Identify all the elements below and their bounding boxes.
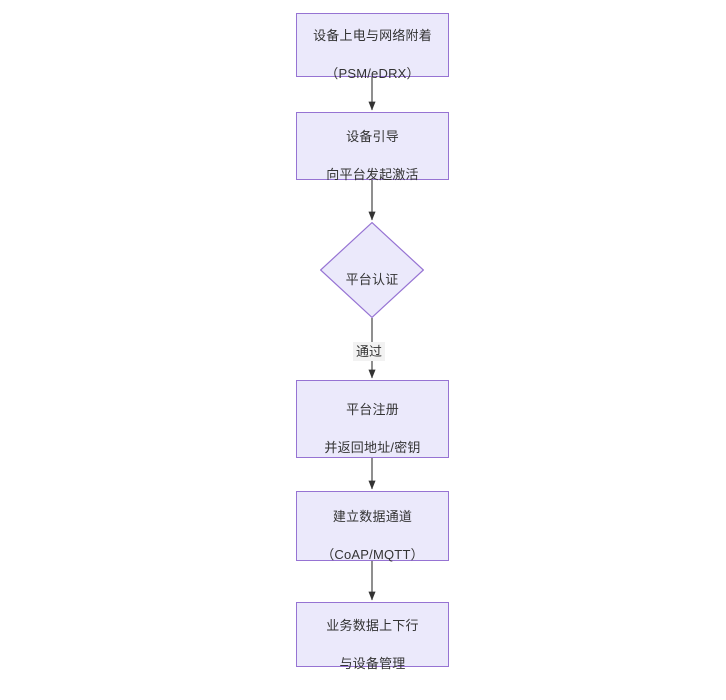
diamond-shape bbox=[320, 222, 424, 318]
flow-node-line-2: 并返回地址/密钥 bbox=[324, 440, 421, 455]
flow-node-line-2: 与设备管理 bbox=[339, 655, 406, 671]
edge-label-pass: 通过 bbox=[353, 342, 386, 361]
flow-node-line-1: 业务数据上下行 bbox=[326, 617, 419, 633]
flow-node-power-on-attach[interactable]: 设备上电与网络附着 （PSM/eDRX） bbox=[296, 13, 449, 81]
flow-node-line-1: 平台注册 bbox=[346, 402, 399, 417]
flow-node-data-channel[interactable]: 建立数据通道 （CoAP/MQTT） bbox=[296, 488, 449, 564]
flow-node-label: 建立数据通道 （CoAP/MQTT） bbox=[321, 488, 424, 564]
flow-node-line-1: 建立数据通道 bbox=[332, 509, 413, 524]
flow-node-label: 设备上电与网络附着 （PSM/eDRX） bbox=[313, 7, 432, 83]
flow-node-line-2: （PSM/eDRX） bbox=[325, 66, 420, 81]
flow-node-line-1: 设备引导 bbox=[346, 129, 399, 144]
flow-node-business-data-management[interactable]: 业务数据上下行 与设备管理 bbox=[296, 602, 449, 671]
flow-node-line-1: 平台认证 bbox=[345, 272, 399, 287]
flow-node-label: 业务数据上下行 与设备管理 bbox=[326, 597, 418, 673]
flow-node-device-bootstrap[interactable]: 设备引导 向平台发起激活 bbox=[296, 112, 449, 182]
flow-node-line-1: 设备上电与网络附着 bbox=[313, 28, 432, 43]
flow-node-label: 设备引导 向平台发起激活 bbox=[326, 108, 418, 184]
flow-node-label: 平台认证 bbox=[346, 251, 399, 289]
flow-node-line-2: 向平台发起激活 bbox=[326, 167, 419, 182]
flow-node-platform-register[interactable]: 平台注册 并返回地址/密钥 bbox=[296, 380, 449, 458]
flow-node-platform-auth-decision[interactable]: 平台认证 bbox=[320, 222, 424, 318]
flow-node-label: 平台注册 并返回地址/密钥 bbox=[324, 381, 420, 457]
flow-node-line-2: （CoAP/MQTT） bbox=[321, 547, 424, 562]
